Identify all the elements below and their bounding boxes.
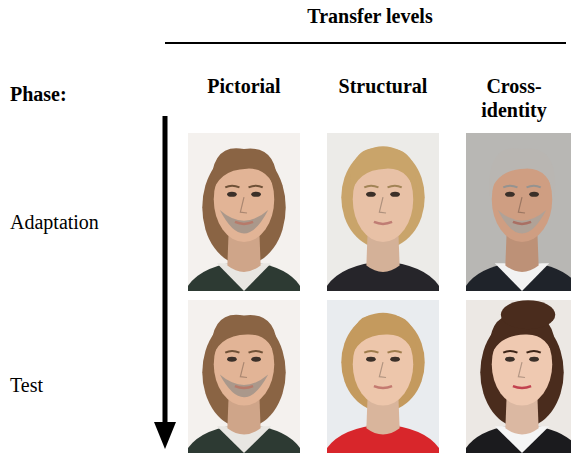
eye bbox=[227, 357, 237, 362]
face-photo bbox=[466, 300, 571, 453]
photo-background bbox=[327, 133, 439, 291]
hair bbox=[489, 148, 555, 197]
photo-background bbox=[188, 300, 300, 453]
hair bbox=[501, 300, 555, 329]
eyebrow bbox=[225, 351, 239, 353]
photo-background bbox=[466, 133, 571, 291]
mouth bbox=[235, 386, 253, 388]
eyebrow bbox=[527, 186, 541, 188]
mouth bbox=[513, 386, 531, 388]
mouth bbox=[513, 222, 531, 224]
eyebrow bbox=[225, 186, 239, 188]
row-header: Phase: bbox=[10, 82, 130, 106]
column-header: Cross- identity bbox=[468, 74, 560, 122]
eyebrow bbox=[364, 351, 378, 353]
eye bbox=[366, 357, 376, 362]
photo-background bbox=[466, 300, 571, 453]
eyebrow bbox=[503, 351, 517, 353]
eye bbox=[251, 192, 261, 197]
beard bbox=[498, 210, 546, 233]
face-photo bbox=[466, 133, 571, 291]
face-photo bbox=[327, 300, 439, 453]
eyebrow bbox=[527, 351, 541, 353]
hair bbox=[211, 148, 277, 197]
beard bbox=[220, 210, 268, 233]
column-header: Structural bbox=[322, 74, 444, 98]
mouth bbox=[235, 222, 253, 224]
column-header: Pictorial bbox=[186, 74, 302, 98]
nose bbox=[518, 197, 525, 213]
eyebrow bbox=[364, 186, 378, 188]
beard bbox=[220, 375, 268, 398]
eyebrow bbox=[503, 186, 517, 188]
hair bbox=[341, 146, 424, 248]
nose bbox=[240, 197, 247, 213]
header-rule bbox=[165, 42, 566, 44]
eye bbox=[390, 357, 400, 362]
eye bbox=[505, 357, 515, 362]
mouth bbox=[374, 222, 392, 224]
hair bbox=[350, 315, 416, 362]
eyebrow bbox=[388, 186, 402, 188]
phase-label: Adaptation bbox=[10, 210, 160, 234]
face-photo bbox=[327, 133, 439, 291]
eyebrow bbox=[249, 351, 263, 353]
face-photo bbox=[188, 300, 300, 453]
nose bbox=[240, 362, 247, 377]
face-photo bbox=[188, 133, 300, 291]
eye bbox=[529, 357, 539, 362]
eye bbox=[227, 192, 237, 197]
mouth bbox=[374, 386, 392, 388]
time-arrow-shaft bbox=[163, 116, 168, 424]
group-header: Transfer levels bbox=[250, 4, 490, 28]
time-arrow-head bbox=[154, 422, 176, 449]
photo-background bbox=[188, 133, 300, 291]
eyebrow bbox=[388, 351, 402, 353]
hair bbox=[341, 313, 424, 412]
eye bbox=[390, 192, 400, 197]
nose bbox=[518, 362, 525, 377]
nose bbox=[379, 362, 386, 377]
eye bbox=[251, 357, 261, 362]
eye bbox=[505, 192, 515, 197]
eye bbox=[529, 192, 539, 197]
eyebrow bbox=[249, 186, 263, 188]
photo-background bbox=[327, 300, 439, 453]
nose bbox=[379, 197, 386, 213]
hair bbox=[211, 315, 277, 362]
eye bbox=[366, 192, 376, 197]
hair bbox=[350, 148, 416, 197]
phase-label: Test bbox=[10, 373, 160, 397]
